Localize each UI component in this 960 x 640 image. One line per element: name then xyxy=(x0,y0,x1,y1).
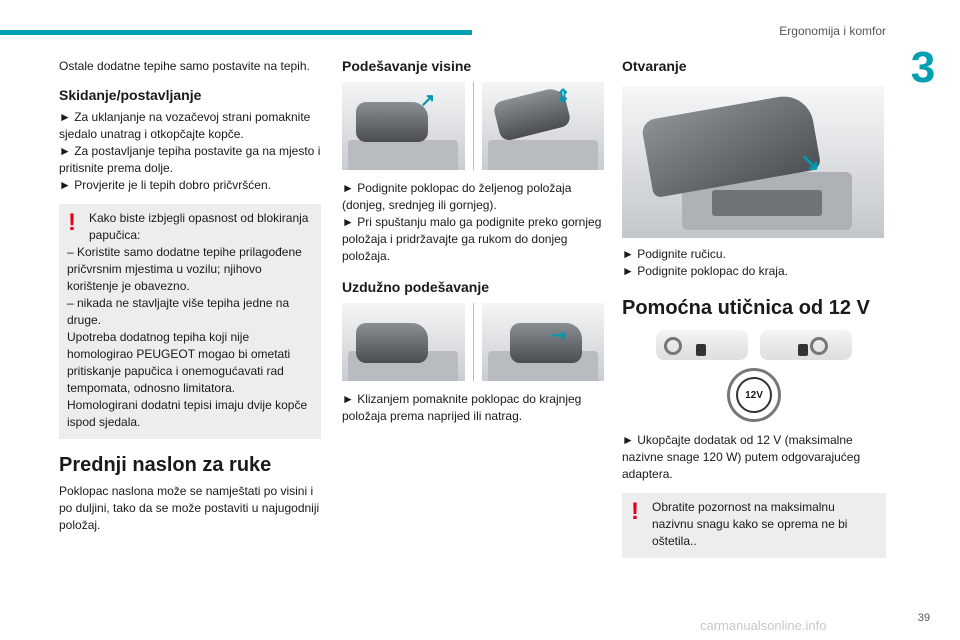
bullet-lift-lid: ► Podignite poklopac do kraja. xyxy=(622,264,788,278)
warning-box-power: ! Obratite pozornost na maksimalnu naziv… xyxy=(622,493,886,558)
column-armrest-adjustment: Podešavanje visine ↗ ⇕ ► Podignite poklo… xyxy=(342,58,604,425)
watermark-text: carmanualsonline.info xyxy=(700,618,827,633)
header-accent-bar xyxy=(0,30,472,35)
armrest-back-image xyxy=(342,303,465,381)
arrow-up-icon: ↗ xyxy=(420,90,436,110)
socket-location-diagrams xyxy=(622,330,886,360)
section-title-armrest: Prednji naslon za ruke xyxy=(59,454,272,476)
warning-line: Homologirani dodatni tepisi imaju dvije … xyxy=(67,398,308,429)
heading-opening: Otvaranje xyxy=(622,58,687,74)
bullet-plug-accessory: ► Ukopčajte dodatak od 12 V (maksimalne … xyxy=(622,433,861,481)
warning-line: – nikada ne stavljajte više tepiha jedne… xyxy=(67,296,290,327)
heading-longitudinal-adjustment: Uzdužno podešavanje xyxy=(342,279,490,295)
illustration-longitudinal-adjustment: ⇢ xyxy=(342,303,604,381)
bullet-removal: ► Za uklanjanje na vozačevoj strani poma… xyxy=(59,110,311,141)
armrest-forward-image: ⇢ xyxy=(481,303,604,381)
armrest-raised-image: ⇕ xyxy=(481,82,604,170)
socket-marker-icon xyxy=(696,344,706,356)
bullet-check: ► Provjerite je li tepih dobro pričvršće… xyxy=(59,178,271,192)
outlet-illustration: 12V xyxy=(622,368,886,422)
warning-box-pedals: ! Kako biste izbjegli opasnost od blokir… xyxy=(59,204,321,439)
warning-power-text: Obratite pozornost na maksimalnu nazivnu… xyxy=(652,500,848,548)
warning-line: – Koristite samo dodatne tepihe prilagođ… xyxy=(67,245,302,293)
bullet-lift-handle: ► Podignite ručicu. xyxy=(622,247,726,261)
section-header-title: Ergonomija i komfor xyxy=(779,24,886,38)
intro-text: Ostale dodatne tepihe samo postavite na … xyxy=(59,59,310,73)
arrow-slide-icon: ⇢ xyxy=(551,325,567,345)
page-number: 39 xyxy=(917,612,930,624)
chapter-number: 3 xyxy=(910,43,936,92)
warning-intro: Kako biste izbjegli opasnost od blokiran… xyxy=(89,211,309,242)
warning-exclamation-icon: ! xyxy=(631,498,639,525)
warning-line: Upotreba dodatnog tepiha koji nije homol… xyxy=(67,330,291,395)
armrest-description: Poklopac naslona može se namještati po v… xyxy=(59,484,320,532)
bullet-slide-lid: ► Klizanjem pomaknite poklopac do krajnj… xyxy=(342,392,582,423)
warning-exclamation-icon: ! xyxy=(68,209,76,236)
dashboard-lhd-image xyxy=(656,330,748,360)
socket-marker-icon xyxy=(798,344,808,356)
armrest-open-image: ↘ xyxy=(622,86,884,238)
arrow-up-down-icon: ⇕ xyxy=(555,86,571,106)
outlet-label: 12V xyxy=(745,389,763,401)
armrest-lowered-image: ↗ xyxy=(342,82,465,170)
bullet-lower-lid: ► Pri spuštanju malo ga podignite preko … xyxy=(342,215,602,263)
dashboard-rhd-image xyxy=(760,330,852,360)
bullet-raise-lid: ► Podignite poklopac do željenog položaj… xyxy=(342,181,572,212)
bullet-fitting: ► Za postavljanje tepiha postavite ga na… xyxy=(59,144,321,175)
column-carpets-armrest: Ostale dodatne tepihe samo postavite na … xyxy=(59,58,321,534)
heading-removal-fitting: Skidanje/postavljanje xyxy=(59,87,202,103)
illustration-height-adjustment: ↗ ⇕ xyxy=(342,82,604,170)
12v-outlet-icon: 12V xyxy=(727,368,781,422)
heading-height-adjustment: Podešavanje visine xyxy=(342,58,472,74)
column-opening-socket: Otvaranje ↘ ► Podignite ručicu. ► Podign… xyxy=(622,58,886,568)
section-title-12v-socket: Pomoćna utičnica od 12 V xyxy=(622,297,870,319)
arrow-handle-icon: ↘ xyxy=(800,149,821,176)
